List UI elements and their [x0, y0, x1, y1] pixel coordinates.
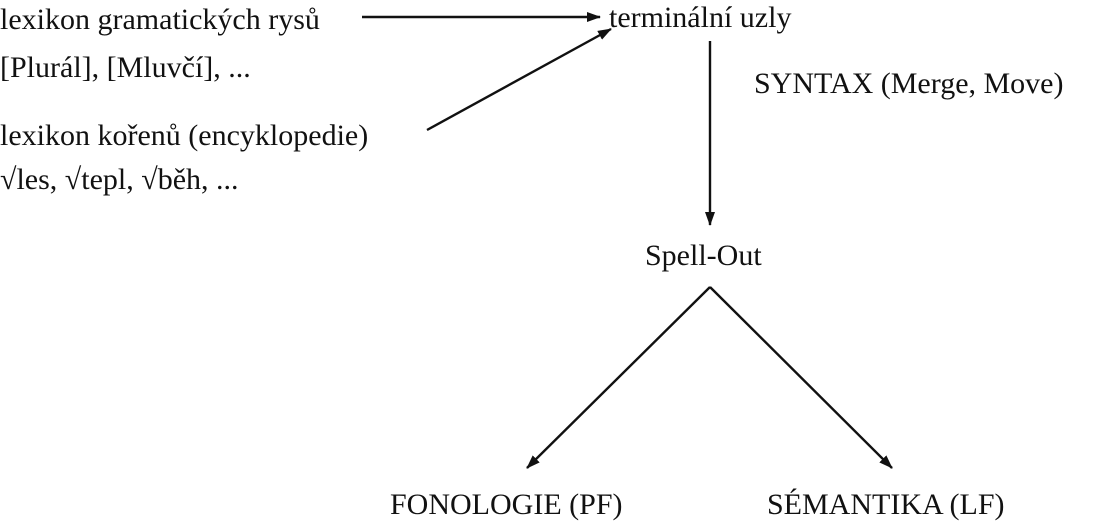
- phonology-label: FONOLOGIE (PF): [390, 488, 623, 521]
- syntax-label: SYNTAX (Merge, Move): [754, 67, 1064, 100]
- lexicon-roots-title: lexikon kořenů (encyklopedie): [0, 119, 369, 152]
- lexicon-features-examples: [Plurál], [Mluvčí], ...: [0, 51, 251, 84]
- semantics-label: SÉMANTIKA (LF): [767, 488, 1005, 521]
- spell-out-label: Spell-Out: [645, 239, 762, 272]
- arrow-roots-to-terminals: [426, 27, 612, 132]
- lexicon-roots-examples: √les, √tepl, √běh, ...: [0, 163, 239, 196]
- terminal-nodes-label: terminální uzly: [609, 1, 792, 34]
- arrow-spellout-to-phonology: [526, 286, 711, 469]
- lexicon-features-title: lexikon gramatických rysů: [0, 3, 320, 36]
- arrow-spellout-to-semantics: [709, 286, 893, 469]
